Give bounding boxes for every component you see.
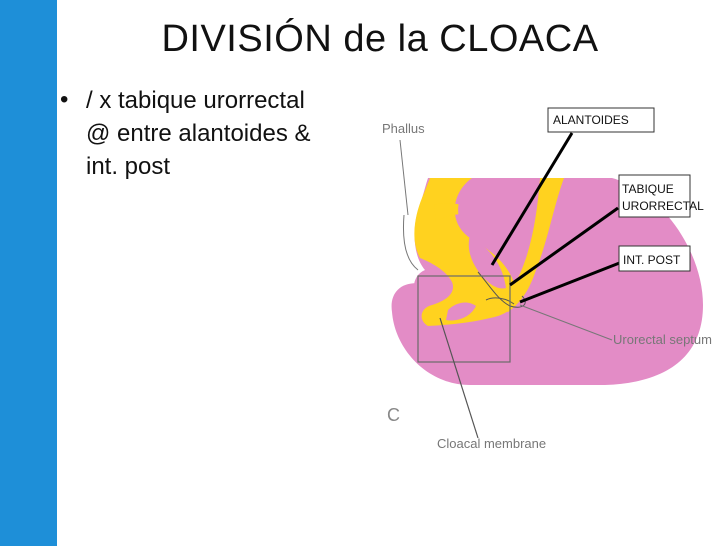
bullet-item: • / x tabique urorrectal @ entre alantoi…	[60, 84, 390, 183]
tabique-text-line2: URORRECTAL	[622, 199, 704, 213]
cloacal-membrane-tissue	[446, 302, 476, 321]
allantois-region	[458, 178, 540, 272]
panel-letter: C	[387, 405, 400, 425]
septum-leader	[519, 304, 613, 341]
cloacal-membrane-label: Cloacal membrane	[437, 436, 546, 451]
left-accent-bar	[0, 0, 57, 546]
hindgut-outline	[485, 297, 515, 305]
alantoides-pointer	[490, 132, 574, 266]
inner-mesoderm	[468, 235, 506, 289]
tabique-text-line1: TABIQUE	[622, 182, 674, 196]
int-post-pointer	[519, 260, 623, 304]
membrane-leader	[439, 317, 479, 439]
phallus-leader	[399, 139, 409, 216]
alantoides-text: ALANTOIDES	[553, 113, 629, 127]
slide-title: DIVISIÓN de la CLOACA	[161, 18, 599, 60]
int-post-text: INT. POST	[623, 253, 681, 267]
urorectal-septum-label: Urorectal septum	[613, 332, 712, 347]
phallus-outline	[402, 214, 419, 271]
bullet-text: / x tabique urorrectal @ entre alantoide…	[86, 87, 311, 180]
detail-box	[417, 275, 511, 363]
bullet-marker: •	[60, 86, 69, 113]
tabique-pointer	[509, 206, 619, 287]
phallus-label: Phallus	[382, 121, 425, 136]
endoderm-right-band	[498, 178, 564, 312]
int-post-annotation: INT. POST	[618, 245, 691, 272]
tabique-annotation: TABIQUE URORRECTAL	[618, 174, 704, 218]
alantoides-annotation: ALANTOIDES	[547, 107, 655, 133]
